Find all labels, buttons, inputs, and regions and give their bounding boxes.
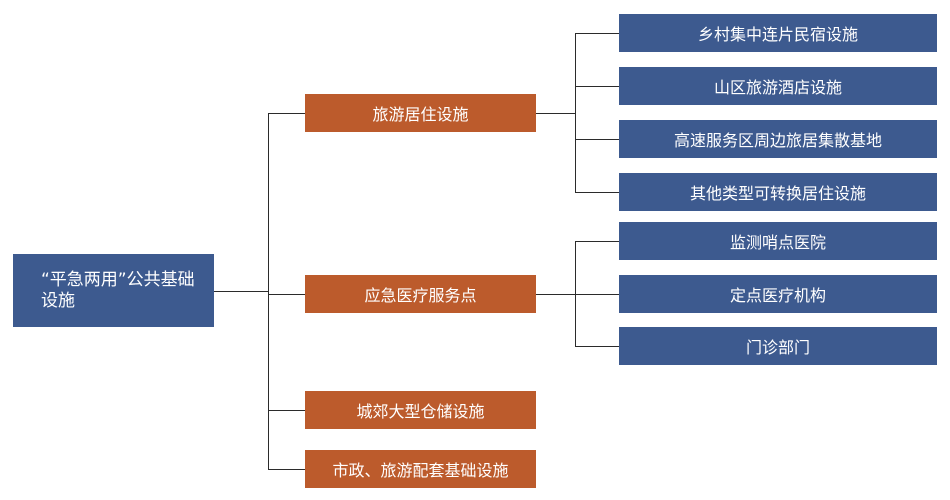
connector-trunk — [268, 113, 269, 470]
category-label: 城郊大型仓储设施 — [356, 402, 485, 421]
connector-leaf-2-3 — [575, 346, 619, 347]
connector-group-2 — [536, 294, 619, 295]
connector-group-2-spine — [575, 241, 576, 347]
leaf-label: 其他类型可转换居住设施 — [689, 184, 866, 203]
leaf-node: 监测哨点医院 — [619, 222, 937, 260]
connector-leaf-2-1 — [575, 241, 619, 242]
connector-group-1-spine — [575, 33, 576, 193]
connector-category-4 — [268, 469, 305, 470]
connector-category-2 — [268, 294, 305, 295]
connector-group-1 — [536, 113, 576, 114]
category-node-lodging: 旅游居住设施 — [305, 94, 536, 132]
category-node-medical: 应急医疗服务点 — [305, 275, 536, 313]
leaf-label: 山区旅游酒店设施 — [713, 78, 842, 97]
leaf-label: 监测哨点医院 — [729, 233, 826, 252]
leaf-node: 乡村集中连片民宿设施 — [619, 14, 937, 52]
category-node-municipal: 市政、旅游配套基础设施 — [305, 450, 536, 488]
category-label: 应急医疗服务点 — [364, 286, 477, 305]
leaf-label: 门诊部门 — [745, 338, 810, 357]
leaf-label: 乡村集中连片民宿设施 — [697, 25, 858, 44]
category-node-warehouse: 城郊大型仓储设施 — [305, 391, 536, 429]
category-label: 旅游居住设施 — [372, 105, 469, 124]
leaf-node: 山区旅游酒店设施 — [619, 67, 937, 105]
category-label: 市政、旅游配套基础设施 — [332, 461, 509, 480]
leaf-node: 其他类型可转换居住设施 — [619, 173, 937, 211]
leaf-label: 定点医疗机构 — [729, 286, 826, 305]
leaf-node: 门诊部门 — [619, 327, 937, 365]
root-node: “平急两用”公共基础设施 — [13, 254, 214, 327]
root-node-label: “平急两用”公共基础设施 — [41, 269, 195, 311]
connector-leaf-1-4 — [575, 192, 619, 193]
connector-category-3 — [268, 410, 305, 411]
connector-category-1 — [268, 113, 305, 114]
connector-leaf-1-3 — [575, 139, 619, 140]
connector-leaf-1-2 — [575, 86, 619, 87]
leaf-node: 高速服务区周边旅居集散基地 — [619, 120, 937, 158]
connector-root — [214, 291, 269, 292]
connector-leaf-1-1 — [575, 33, 619, 34]
leaf-node: 定点医疗机构 — [619, 275, 937, 313]
leaf-label: 高速服务区周边旅居集散基地 — [673, 131, 882, 150]
